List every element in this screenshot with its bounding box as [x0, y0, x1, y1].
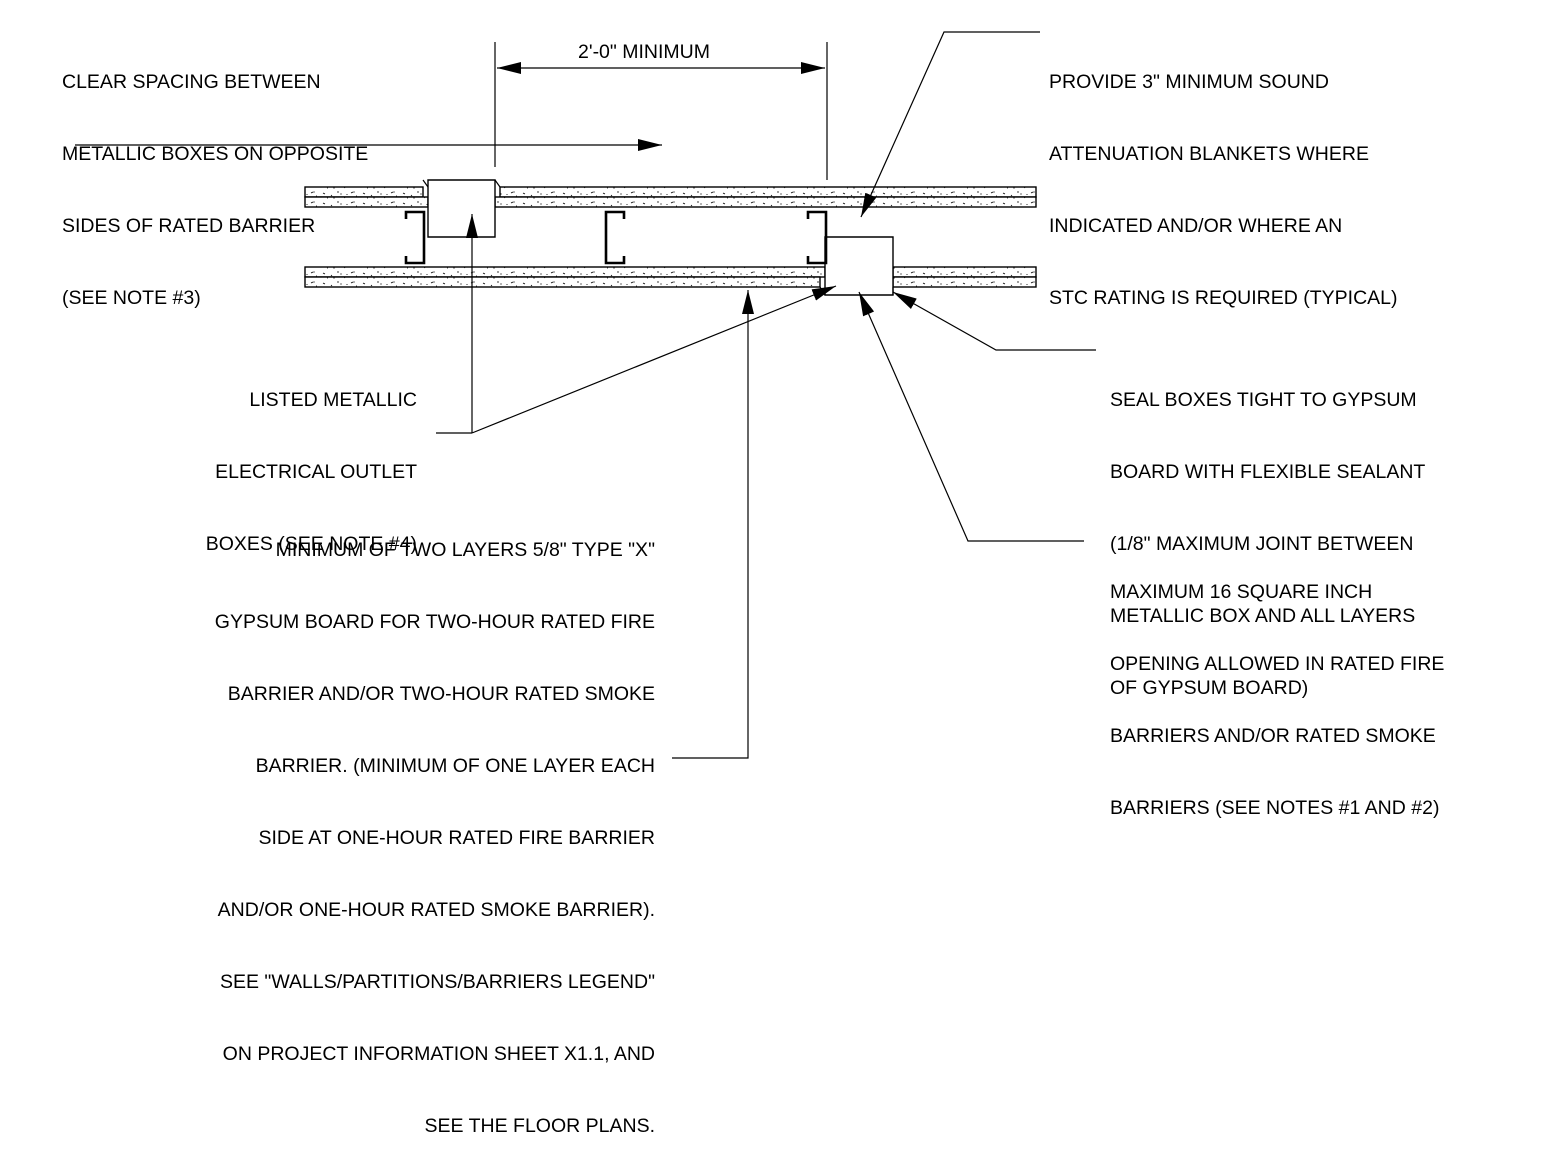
top-gypsum-board: [304, 186, 1037, 208]
note-line: GYPSUM BOARD FOR TWO-HOUR RATED FIRE: [214, 611, 655, 633]
note-gypsum-layers: MINIMUM OF TWO LAYERS 5/8" TYPE "X" GYPS…: [215, 490, 655, 1162]
note-line: ON PROJECT INFORMATION SHEET X1.1, AND: [222, 1043, 655, 1065]
note-line: METALLIC BOX AND ALL LAYERS: [1110, 605, 1416, 627]
metal-stud-2: [604, 210, 626, 265]
top-gypsum-right-inner: [494, 196, 1037, 208]
note-clear-spacing: CLEAR SPACING BETWEEN METALLIC BOXES ON …: [62, 22, 368, 334]
leader-outlet-boxes: [436, 214, 837, 434]
metal-stud-3: [806, 210, 828, 265]
bottom-gypsum-board: [304, 266, 1037, 288]
outlet-box-top: [422, 179, 501, 238]
bottom-gypsum-left-inner: [304, 266, 826, 278]
note-seal-boxes: SEAL BOXES TIGHT TO GYPSUM BOARD WITH FL…: [1110, 340, 1425, 724]
note-line: BARRIER AND/OR TWO-HOUR RATED SMOKE: [227, 683, 655, 705]
bottom-gypsum-right-outer: [892, 276, 1037, 288]
note-line: LISTED METALLIC: [249, 389, 417, 411]
note-line: STC RATING IS REQUIRED (TYPICAL): [1049, 287, 1398, 309]
leader-max-opening: [858, 291, 1084, 542]
note-line: SEE "WALLS/PARTITIONS/BARRIERS LEGEND": [219, 971, 655, 993]
dimension-line: [494, 42, 828, 180]
leader-gypsum-layers: [672, 290, 754, 759]
note-line: METALLIC BOXES ON OPPOSITE: [62, 143, 369, 165]
note-line: INDICATED AND/OR WHERE AN: [1049, 215, 1343, 237]
note-line: PROVIDE 3" MINIMUM SOUND: [1049, 71, 1329, 93]
note-line: SEAL BOXES TIGHT TO GYPSUM: [1110, 389, 1417, 411]
wall-section-drawing: [75, 31, 1096, 759]
top-gypsum-right-outer: [499, 186, 1037, 198]
metal-stud-1: [404, 210, 426, 265]
note-line: ATTENUATION BLANKETS WHERE: [1049, 143, 1369, 165]
note-line: BARRIER. (MINIMUM OF ONE LAYER EACH: [255, 755, 655, 777]
note-line: MINIMUM OF TWO LAYERS 5/8" TYPE "X": [275, 539, 655, 561]
note-line: (SEE NOTE #3): [62, 287, 201, 309]
note-outlet-boxes: LISTED METALLIC ELECTRICAL OUTLET BOXES …: [206, 340, 417, 580]
note-line: OPENING ALLOWED IN RATED FIRE: [1110, 653, 1445, 675]
note-line: CLEAR SPACING BETWEEN: [62, 71, 321, 93]
note-line: OF GYPSUM BOARD): [1110, 677, 1309, 699]
note-sound-blankets: PROVIDE 3" MINIMUM SOUND ATTENUATION BLA…: [1049, 22, 1398, 334]
note-line: ELECTRICAL OUTLET: [215, 461, 417, 483]
note-max-opening: MAXIMUM 16 SQUARE INCH OPENING ALLOWED I…: [1110, 532, 1444, 844]
bottom-gypsum-right-inner: [892, 266, 1037, 278]
note-line: BARRIERS (SEE NOTES #1 AND #2): [1110, 797, 1440, 819]
note-line: SEE THE FLOOR PLANS.: [424, 1115, 655, 1137]
note-line: BARRIERS AND/OR RATED SMOKE: [1110, 725, 1436, 747]
note-line: BOXES (SEE NOTE #4): [205, 533, 417, 555]
outlet-box-bottom: [819, 236, 894, 296]
note-line: MAXIMUM 16 SQUARE INCH: [1110, 581, 1373, 603]
leader-sound-blankets: [860, 31, 1040, 218]
note-line: BOARD WITH FLEXIBLE SEALANT: [1110, 461, 1426, 483]
leader-seal-boxes: [892, 291, 1096, 351]
note-line: (1/8" MAXIMUM JOINT BETWEEN: [1110, 533, 1414, 555]
note-line: SIDES OF RATED BARRIER: [62, 215, 316, 237]
note-line: SIDE AT ONE-HOUR RATED FIRE BARRIER: [258, 827, 655, 849]
bottom-gypsum-left-outer: [304, 276, 821, 288]
note-line: AND/OR ONE-HOUR RATED SMOKE BARRIER).: [217, 899, 655, 921]
dimension-label: 2'-0" MINIMUM: [578, 41, 710, 63]
